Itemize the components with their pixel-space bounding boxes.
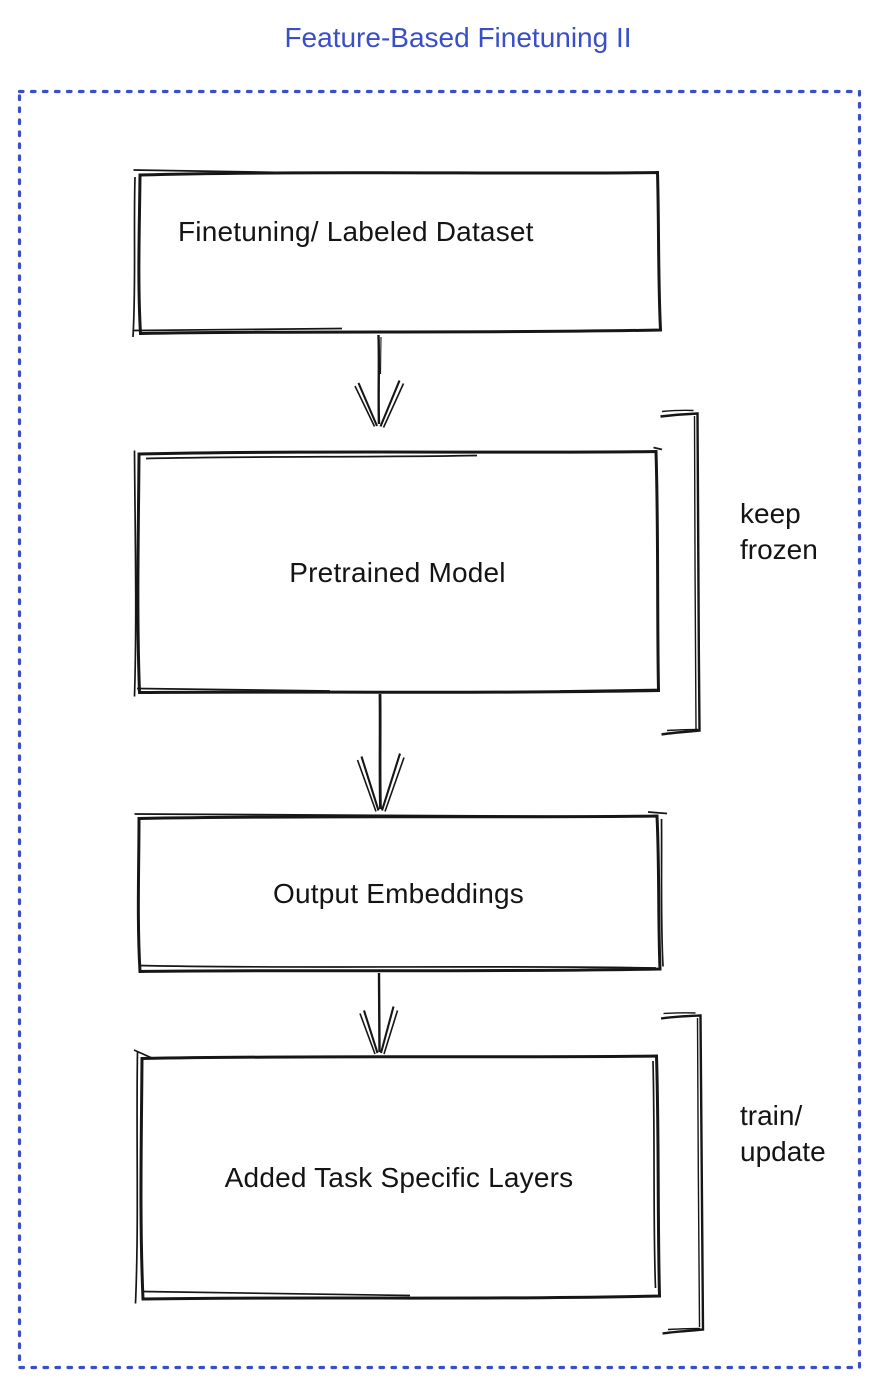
flow-arrow-3 bbox=[359, 972, 399, 1055]
flow-arrow-2 bbox=[356, 693, 405, 812]
annotation-line: frozen bbox=[740, 534, 818, 565]
bracket bbox=[660, 1014, 705, 1335]
annotation-keep-frozen: keep frozen bbox=[740, 496, 818, 568]
sketch-stroke bbox=[663, 1012, 701, 1331]
annotation-line: keep bbox=[740, 498, 801, 529]
arrow-head bbox=[357, 380, 401, 427]
sketch-stroke bbox=[133, 1049, 657, 1304]
node-label-finetuning-dataset: Finetuning/ Labeled Dataset bbox=[178, 216, 534, 247]
arrow-shaft bbox=[377, 972, 381, 1053]
sketch-stroke bbox=[379, 336, 382, 375]
node-label-output-embeddings: Output Embeddings bbox=[273, 877, 524, 909]
annotation-train-update: train/ update bbox=[740, 1098, 826, 1170]
node-box bbox=[136, 814, 662, 974]
flow-arrow-1 bbox=[354, 334, 405, 428]
diagram-title: Feature-Based Finetuning II bbox=[284, 22, 632, 53]
arrow-shaft bbox=[377, 334, 381, 425]
arrow-shaft bbox=[378, 693, 382, 810]
node-pretrained-model bbox=[133, 446, 663, 697]
sketch-stroke bbox=[359, 1010, 399, 1055]
node-output-embeddings bbox=[134, 811, 668, 974]
sketch-stroke bbox=[132, 169, 343, 338]
node-task-specific-layers bbox=[133, 1049, 662, 1304]
node-label-task-specific-layers: Added Task Specific Layers bbox=[224, 1161, 574, 1193]
sketch-stroke bbox=[133, 446, 663, 697]
dotted-frame-border bbox=[17, 89, 862, 1370]
node-finetuning-dataset bbox=[132, 169, 663, 338]
annotation-line: update bbox=[740, 1136, 826, 1167]
node-box bbox=[137, 170, 663, 336]
arrow-head bbox=[362, 1006, 395, 1054]
node-box bbox=[139, 1054, 662, 1301]
bracket-train-update bbox=[660, 1012, 705, 1335]
node-box bbox=[136, 449, 661, 695]
node-label-pretrained-model: Pretrained Model bbox=[289, 556, 506, 588]
sketch-stroke bbox=[356, 757, 405, 812]
annotation-line: train/ bbox=[740, 1100, 803, 1131]
sketch-stroke bbox=[661, 409, 699, 732]
sketch-stroke bbox=[354, 383, 405, 428]
arrow-head bbox=[360, 753, 402, 811]
bracket bbox=[660, 412, 701, 736]
sketch-stroke bbox=[134, 811, 668, 969]
bracket-keep-frozen bbox=[660, 409, 701, 736]
